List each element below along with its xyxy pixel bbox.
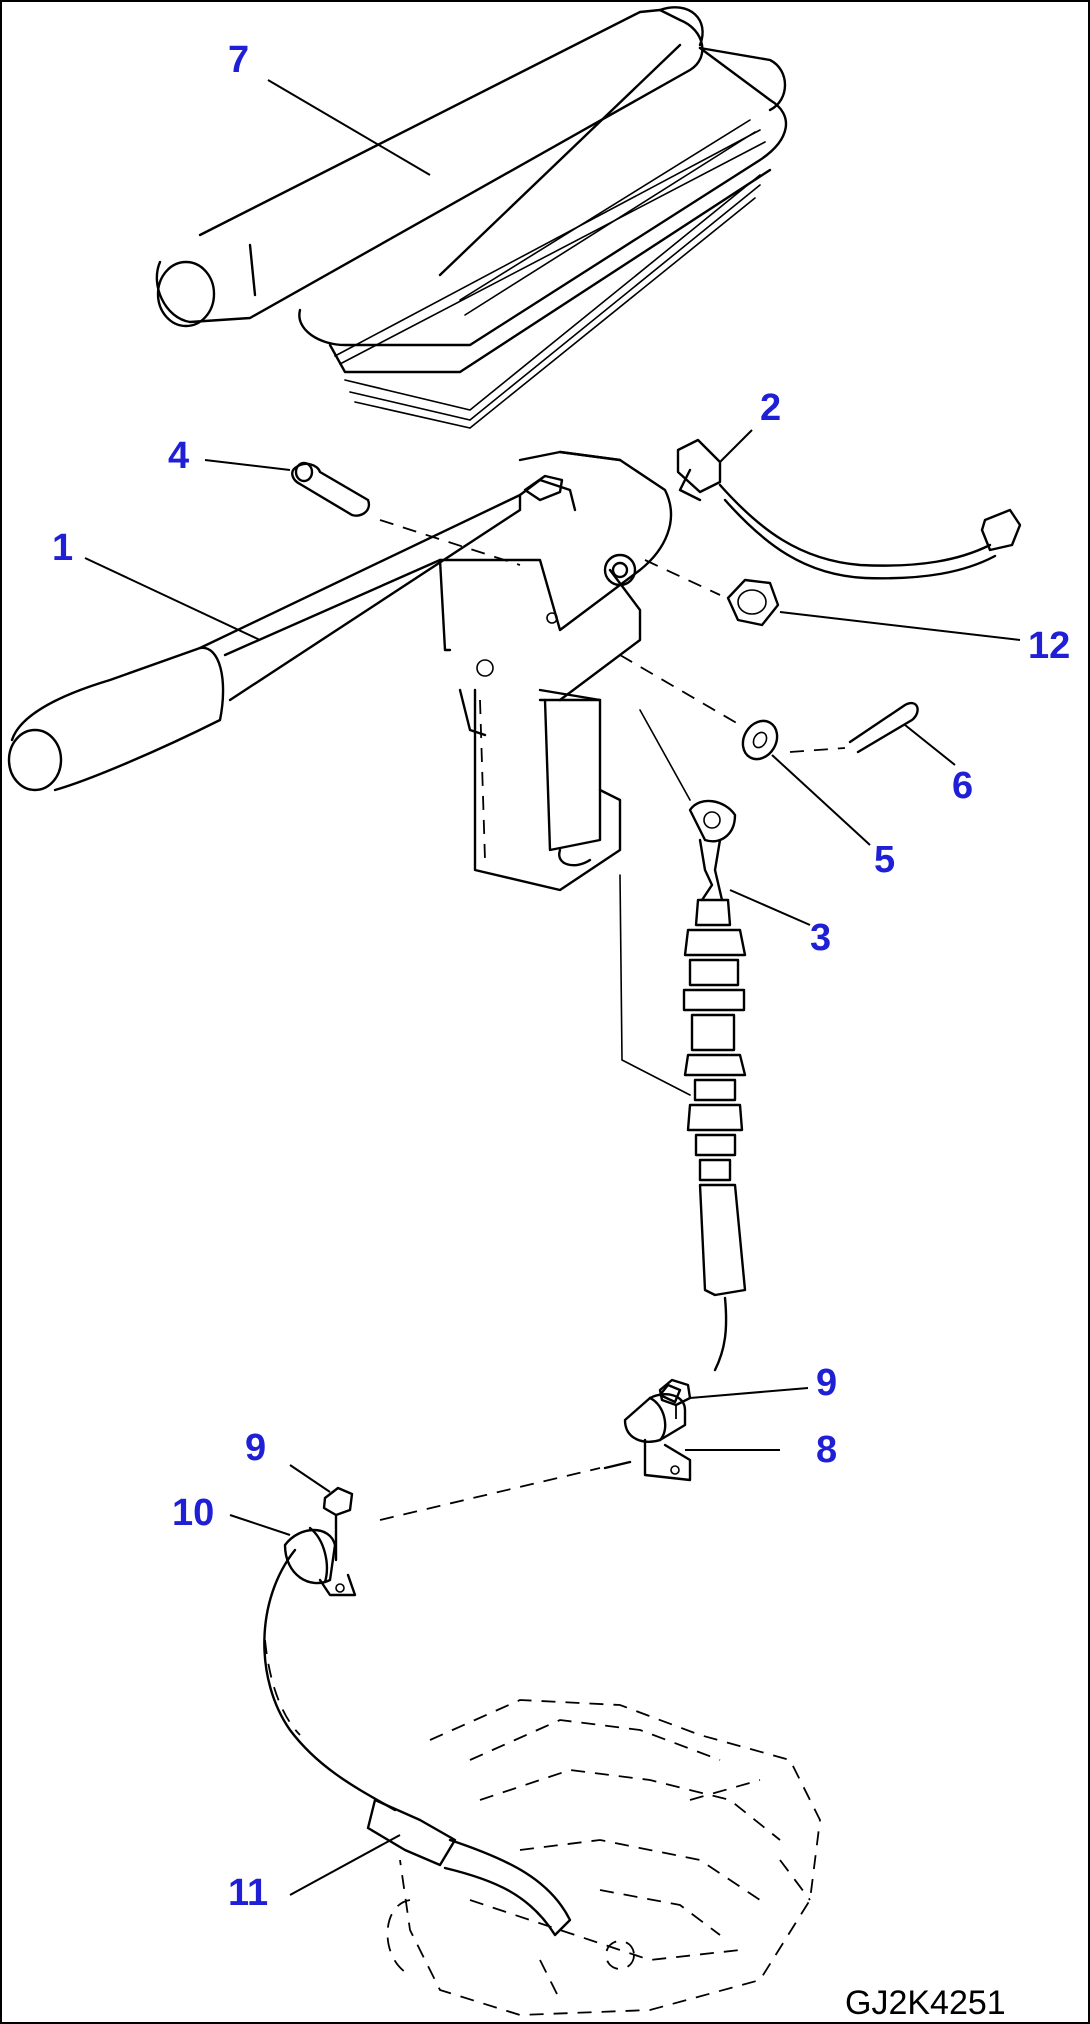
callout-11: 11 bbox=[228, 1872, 268, 1914]
clamp-part-10 bbox=[283, 1526, 357, 1597]
cable-route-dashed bbox=[379, 1467, 601, 1521]
pin-part-4 bbox=[291, 461, 521, 566]
leader-11 bbox=[289, 1834, 401, 1896]
leader-9-upper bbox=[689, 1387, 809, 1399]
callout-1: 1 bbox=[52, 527, 73, 569]
cable-clevis-part-3 bbox=[619, 709, 747, 1372]
lever-boot-part-7 bbox=[155, 6, 788, 429]
clamp-part-8 bbox=[603, 1383, 692, 1482]
cotter-pin-part-6 bbox=[789, 702, 919, 754]
brake-lever-part-1 bbox=[7, 450, 673, 892]
callout-12: 12 bbox=[1028, 625, 1070, 667]
leader-2 bbox=[719, 429, 753, 463]
callout-5: 5 bbox=[874, 839, 895, 881]
callout-3: 3 bbox=[810, 917, 831, 959]
leader-lines bbox=[84, 79, 1021, 1896]
washer-part-5 bbox=[619, 654, 779, 761]
leader-5 bbox=[771, 754, 871, 846]
callout-7: 7 bbox=[228, 39, 249, 81]
callout-2: 2 bbox=[760, 387, 781, 429]
callout-9-lower: 9 bbox=[245, 1427, 266, 1469]
callout-4: 4 bbox=[168, 435, 189, 477]
leader-4 bbox=[204, 459, 291, 471]
leader-10 bbox=[229, 1514, 291, 1536]
leader-6 bbox=[904, 724, 956, 766]
callout-9-upper: 9 bbox=[816, 1362, 837, 1404]
transmission-housing-phantom bbox=[386, 1699, 821, 2016]
drawing-code: GJ2K4251 bbox=[845, 1984, 1006, 2022]
leader-9-lower bbox=[289, 1464, 331, 1493]
nut-part-12 bbox=[644, 559, 780, 627]
leader-3 bbox=[729, 889, 811, 926]
callout-6: 6 bbox=[952, 765, 973, 807]
leader-12 bbox=[779, 611, 1021, 641]
leader-1 bbox=[84, 557, 261, 641]
leader-7 bbox=[267, 79, 431, 176]
callout-labels: 7 2 4 1 12 6 5 3 9 8 9 10 11 bbox=[52, 39, 1070, 1914]
callout-10: 10 bbox=[172, 1492, 214, 1534]
switch-part-2 bbox=[676, 438, 1022, 580]
callout-8: 8 bbox=[816, 1429, 837, 1471]
brake-cable-part-11 bbox=[263, 1548, 572, 1937]
bolt-lower-part-9 bbox=[322, 1486, 354, 1562]
